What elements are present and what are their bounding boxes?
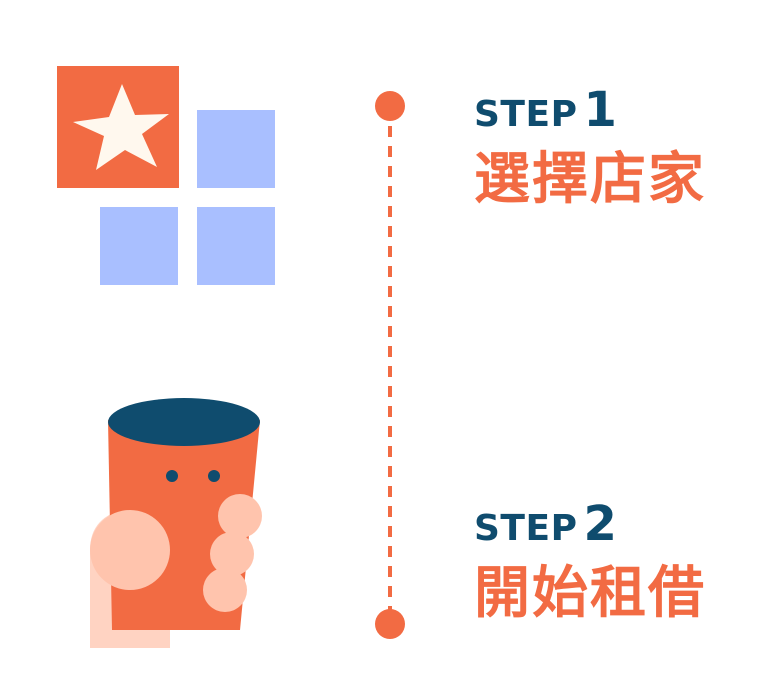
timeline-dot-bottom: [375, 609, 405, 639]
store-grid-icon: [57, 66, 275, 285]
step-1-word: STEP: [474, 94, 578, 135]
timeline-dot-top: [375, 91, 405, 121]
step-2-number: 2: [583, 496, 617, 552]
step-1-title: 選擇店家: [474, 147, 706, 212]
cup-in-hand-icon: [90, 398, 262, 648]
timeline-connector: [375, 91, 405, 639]
step-2-word: STEP: [474, 508, 578, 549]
cup-eye-left: [166, 470, 178, 482]
cup-eye-right: [208, 470, 220, 482]
star-icon: [73, 84, 169, 170]
step-2-title: 開始租借: [474, 561, 706, 626]
step-1-number: 1: [583, 82, 617, 138]
